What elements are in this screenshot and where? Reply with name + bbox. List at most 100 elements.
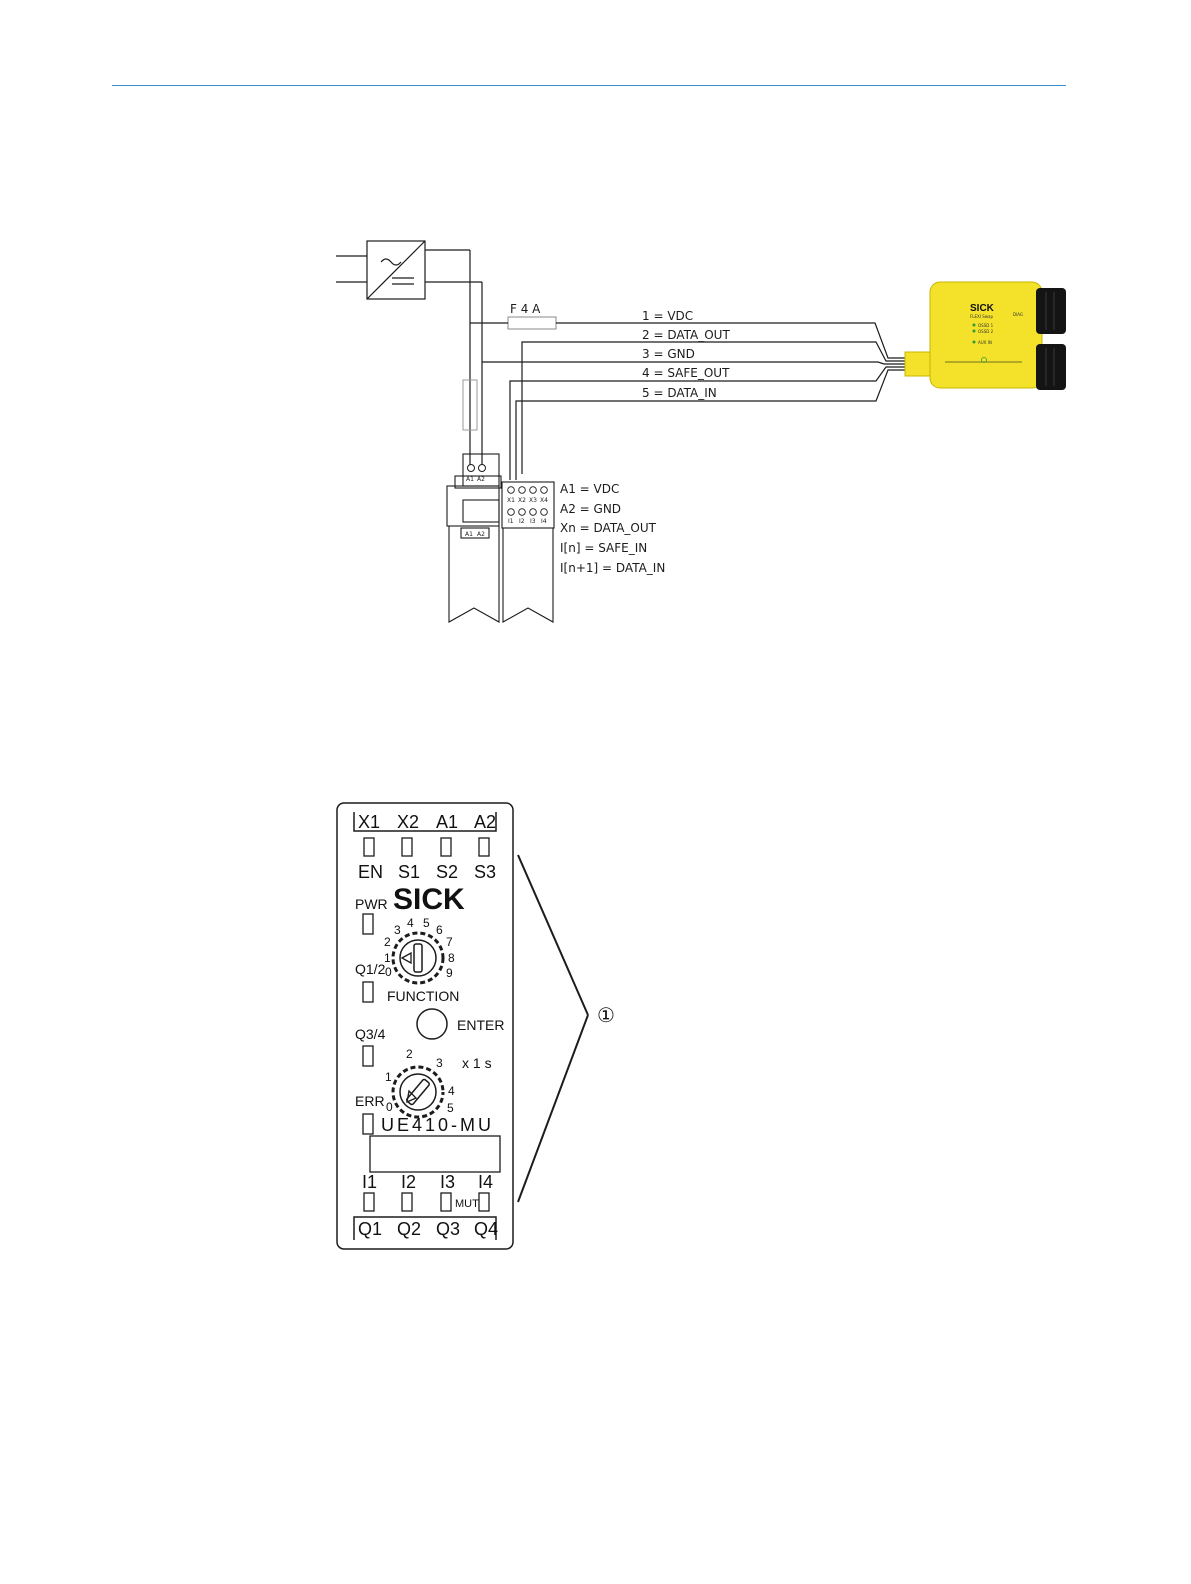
panel-terminal-a2: A2 [474,812,496,832]
function-label: FUNCTION [387,988,459,1004]
terminal-row-i [507,508,548,516]
function-dial[interactable] [391,931,445,985]
led-err [362,1113,374,1135]
dial1-num-8: 8 [448,951,455,965]
dial2-num-5: 5 [447,1101,454,1115]
dial1-num-2: 2 [384,935,391,949]
device-led-3: AUX IN [978,340,992,345]
led-q34 [362,1045,374,1067]
wire-label-4: 4 = SAFE_OUT [642,366,730,380]
dial-pointer-icon [400,951,412,965]
led-pwr [362,913,374,935]
dc-symbol [392,277,414,285]
top-terminal-bracket [353,812,497,832]
panel-terminal-x1: X1 [358,812,380,832]
input-label-i1: I1 [362,1172,377,1192]
input-label-i4: I4 [478,1172,493,1192]
dial2-num-0: 0 [386,1100,393,1114]
wire-label-1: 1 = VDC [642,309,693,323]
terminal-a2-bottom: A2 [477,531,485,538]
ac-symbol [380,258,402,266]
expansion-module-right [501,481,555,623]
bottom-led-row [363,1192,490,1212]
wire-label-2: 2 = DATA_OUT [642,328,730,342]
dial1-num-5: 5 [423,916,430,930]
dial1-num-9: 9 [446,966,453,980]
dial2-num-3: 3 [436,1056,443,1070]
header-rule [112,85,1066,86]
dial2-num-1: 1 [385,1070,392,1084]
fuse [507,316,557,330]
input-label-i3: I3 [440,1172,455,1192]
panel-terminal-x2: X2 [397,812,419,832]
output-label-q4: Q4 [474,1219,498,1239]
wire-harness [470,322,905,480]
mut-label: MUT [455,1198,479,1210]
fuse-label: F 4 A [510,302,541,316]
output-label-q2: Q2 [397,1219,421,1239]
legend-line-4: I[n] = SAFE_IN [560,541,647,555]
controller-module-left [446,453,502,623]
terminal-x3: X3 [529,497,537,504]
device-brand: SICK [970,303,995,314]
cable-marker [462,379,478,431]
panel-model-name: UE410-MU [381,1115,494,1135]
terminal-row-x [507,486,548,494]
time-dial[interactable] [391,1065,445,1119]
dial2-num-2: 2 [406,1047,413,1061]
device-model: FLEXI Swap [970,314,994,319]
led-label-s2: S2 [436,862,458,882]
dial1-num-3: 3 [394,923,401,937]
terminal-a2: A2 [477,476,485,483]
led-label-s3: S3 [474,862,496,882]
output-label-q3: Q3 [436,1219,460,1239]
callout-lines [517,854,589,1203]
terminal-i4: I4 [541,518,547,525]
panel-brand-logo: SICK [393,883,465,916]
output-label-q1: Q1 [358,1219,382,1239]
device-led-1: OSSD 1 [978,323,994,328]
label-field [369,1135,501,1173]
led-label-q12: Q1/2 [355,961,386,977]
dial1-num-4: 4 [407,916,414,930]
wire-label-5: 5 = DATA_IN [642,386,717,400]
flexi-swap-device: SICK FLEXI Swap DIAG OSSD 1 OSSD 2 AUX I… [904,281,1066,390]
dial1-num-0: 0 [385,965,392,979]
device-diag-label: DIAG [1013,312,1023,317]
terminal-x1: X1 [507,497,515,504]
legend-line-3: Xn = DATA_OUT [560,521,657,535]
callout-marker: ① [597,1003,615,1027]
led-label-en: EN [358,862,383,882]
device-connectors [1045,292,1055,386]
led-label-err: ERR [355,1093,385,1109]
input-label-i2: I2 [401,1172,416,1192]
legend-line-1: A1 = VDC [560,482,619,496]
legend-line-2: A2 = GND [560,502,621,516]
led-label-q34: Q3/4 [355,1026,386,1042]
device-led-2: OSSD 2 [978,329,994,334]
terminal-i2: I2 [519,518,525,525]
time-dial-pointer-icon [406,1089,418,1104]
led-label-s1: S1 [398,862,420,882]
dial1-num-6: 6 [436,923,443,937]
panel-terminal-a1: A1 [436,812,458,832]
bottom-terminal-bracket [353,1216,497,1240]
top-led-row [363,837,490,857]
dial2-num-4: 4 [448,1084,455,1098]
device-status-icon [981,357,987,363]
terminal-a1: A1 [466,476,474,483]
dial1-num-1: 1 [384,951,391,965]
terminal-a1-bottom: A1 [465,531,473,538]
led-q12 [362,981,374,1003]
enter-button[interactable] [416,1008,448,1040]
legend-line-5: I[n+1] = DATA_IN [560,561,665,575]
enter-label: ENTER [457,1017,504,1033]
terminal-i1: I1 [508,518,514,525]
wire-label-3: 3 = GND [642,347,695,361]
led-label-pwr: PWR [355,896,388,912]
time-factor-label: x 1 s [462,1055,492,1071]
terminal-i3: I3 [530,518,536,525]
device-housing [929,281,1043,389]
terminal-x4: X4 [540,497,548,504]
